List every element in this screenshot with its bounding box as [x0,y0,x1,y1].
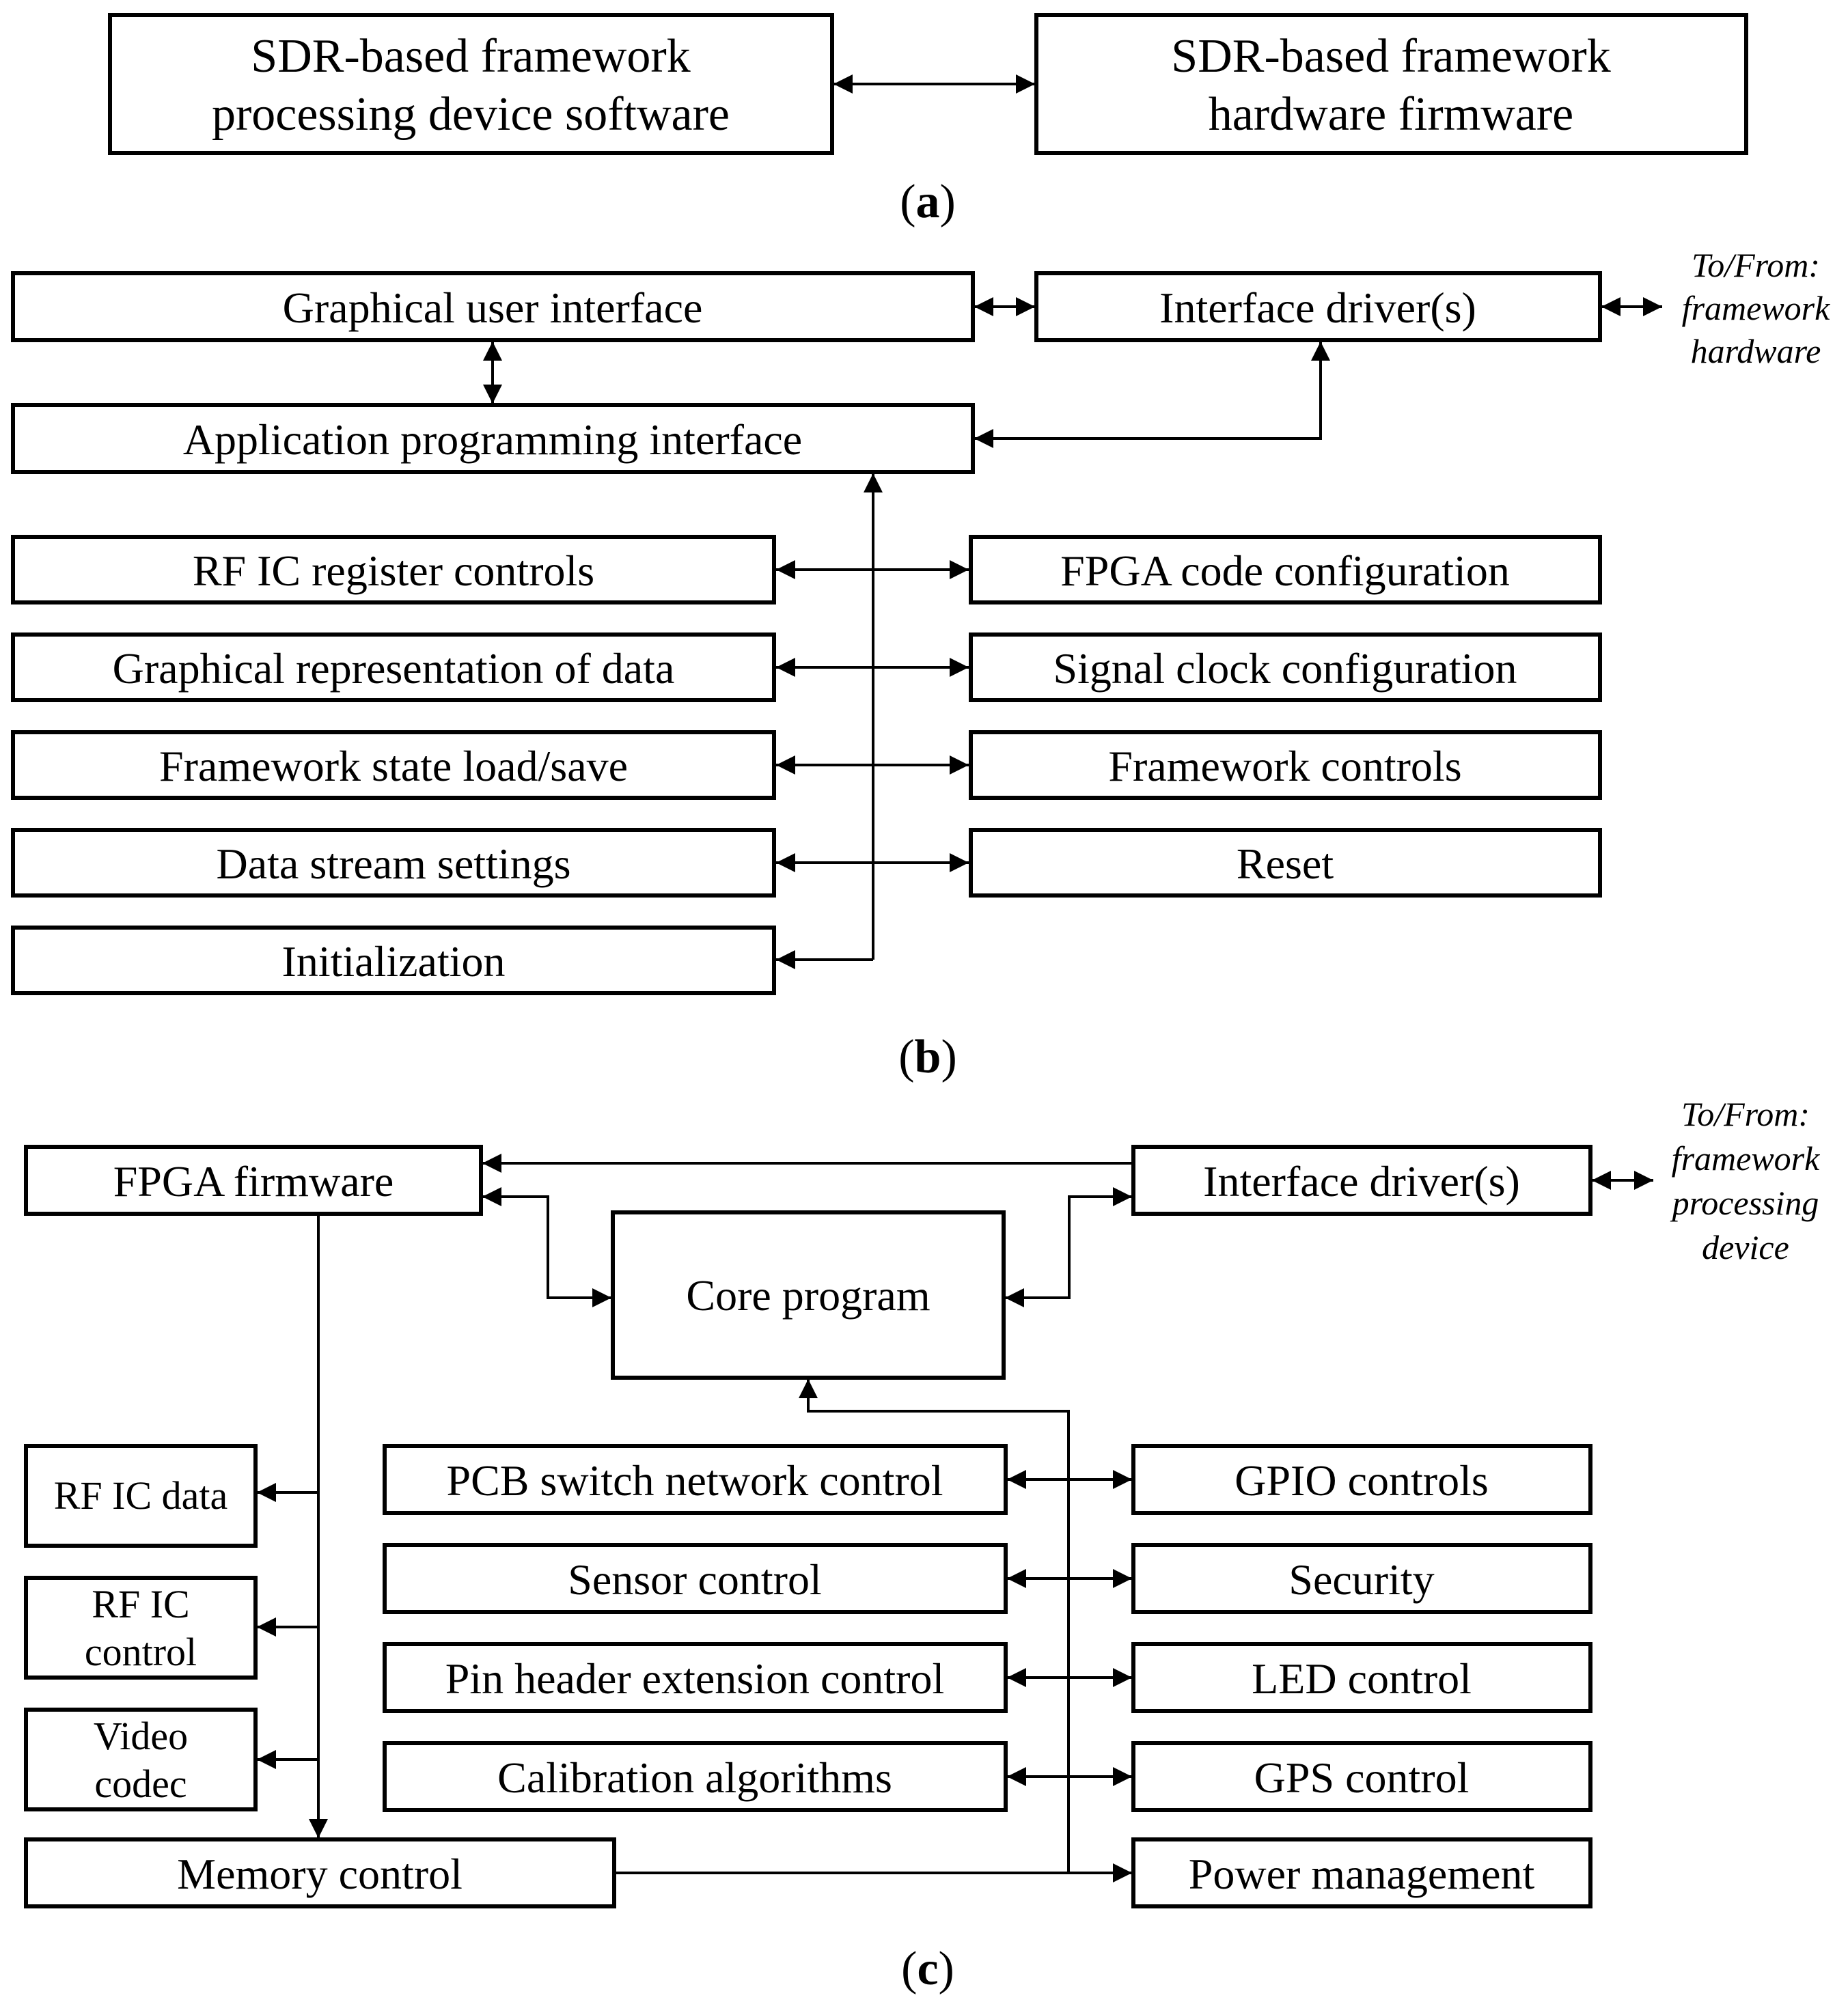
framework-state-block [11,730,776,800]
rf-ic-register-controls-label: RF IC register controls [193,546,594,595]
external-label-b-line3: hardware [1691,332,1821,370]
rf-ic-register-controls-block [11,535,776,604]
gpio-controls-label: GPIO controls [1235,1456,1489,1505]
gui-block [11,271,975,342]
software-block-line2: processing device software [212,88,730,141]
video-codec-line2: codec [94,1762,187,1806]
sensor-control-block [383,1543,1008,1614]
external-label-c-line3: processing [1670,1184,1819,1222]
signal-clock-configuration-label: Signal clock configuration [1053,644,1517,693]
power-management-block [1131,1837,1592,1908]
framework-controls-label: Framework controls [1108,742,1461,790]
interface-drivers-block-c [1131,1145,1592,1216]
data-stream-settings-label: Data stream settings [217,839,571,888]
framework-state-label: Framework state load/save [159,742,628,790]
calibration-algorithms-block [383,1741,1008,1812]
rf-ic-control-line2: control [85,1630,197,1674]
gps-control-label: GPS control [1254,1753,1470,1802]
panel-b: Graphical user interface Interface drive… [11,246,1830,1083]
hardware-block-line2: hardware firmware [1209,88,1573,141]
initialization-label: Initialization [282,937,506,986]
fpga-code-configuration-block [969,535,1602,604]
graphical-representation-block [11,632,776,702]
rf-ic-control-block [24,1576,258,1680]
memory-control-block [24,1837,616,1908]
reset-label: Reset [1237,839,1334,888]
signal-clock-configuration-block [969,632,1602,702]
rf-ic-data-block [24,1444,258,1548]
panel-c: FPGA firmware Interface driver(s) Core p… [24,1095,1820,1995]
external-label-c-line4: device [1702,1228,1789,1266]
security-block [1131,1543,1592,1614]
rf-ic-data-label: RF IC data [54,1473,228,1518]
gpio-controls-block [1131,1444,1592,1515]
video-codec-block [24,1708,258,1811]
data-stream-settings-block [11,828,776,898]
graphical-representation-label: Graphical representation of data [113,644,675,693]
fpga-code-configuration-label: FPGA code configuration [1060,546,1510,595]
caption-b: (b) [898,1031,957,1083]
rf-ic-control-line1: RF IC [92,1582,189,1626]
reset-block [969,828,1602,898]
software-block [108,13,834,155]
initialization-block [11,926,776,995]
interface-drivers-block-b [1034,271,1602,342]
hardware-block-line1: SDR-based framework [1171,30,1610,83]
fpga-firmware-block [24,1145,483,1216]
calibration-algorithms-label: Calibration algorithms [497,1753,892,1802]
memory-control-label: Memory control [177,1850,463,1898]
panel-a: SDR-based framework processing device so… [108,13,1748,228]
caption-c: (c) [901,1943,954,1995]
api-drivers-link [974,342,1330,448]
gps-control-block [1131,1741,1592,1812]
led-control-block [1131,1642,1592,1713]
api-block [11,403,975,474]
core-bus-c [799,1379,1070,1873]
core-drivers-link [1005,1187,1132,1307]
led-control-label: LED control [1252,1654,1472,1703]
core-program-block [611,1210,1006,1380]
hardware-block [1034,13,1748,155]
pcb-switch-network-block [383,1444,1008,1515]
gui-label: Graphical user interface [283,283,703,332]
sensor-control-label: Sensor control [568,1555,822,1604]
framework-controls-block [969,730,1602,800]
security-label: Security [1288,1555,1434,1604]
external-label-c-line2: framework [1672,1139,1820,1178]
interface-drivers-label-b: Interface driver(s) [1159,283,1476,332]
api-label: Application programming interface [183,415,802,464]
power-management-label: Power management [1189,1850,1535,1898]
caption-a: (a) [900,176,956,228]
interface-drivers-label-c: Interface driver(s) [1203,1157,1520,1206]
fpga-core-link [482,1187,611,1307]
external-label-c-line1: To/From: [1681,1095,1810,1133]
software-block-line1: SDR-based framework [251,30,690,83]
video-codec-line1: Video [94,1714,188,1758]
pcb-switch-network-label: PCB switch network control [446,1456,943,1505]
core-program-label: Core program [686,1271,930,1320]
pin-header-extension-label: Pin header extension control [445,1654,944,1703]
fpga-firmware-label: FPGA firmware [113,1157,394,1206]
external-label-b-line1: To/From: [1692,246,1820,284]
external-label-b-line2: framework [1682,289,1830,327]
pin-header-extension-block [383,1642,1008,1713]
